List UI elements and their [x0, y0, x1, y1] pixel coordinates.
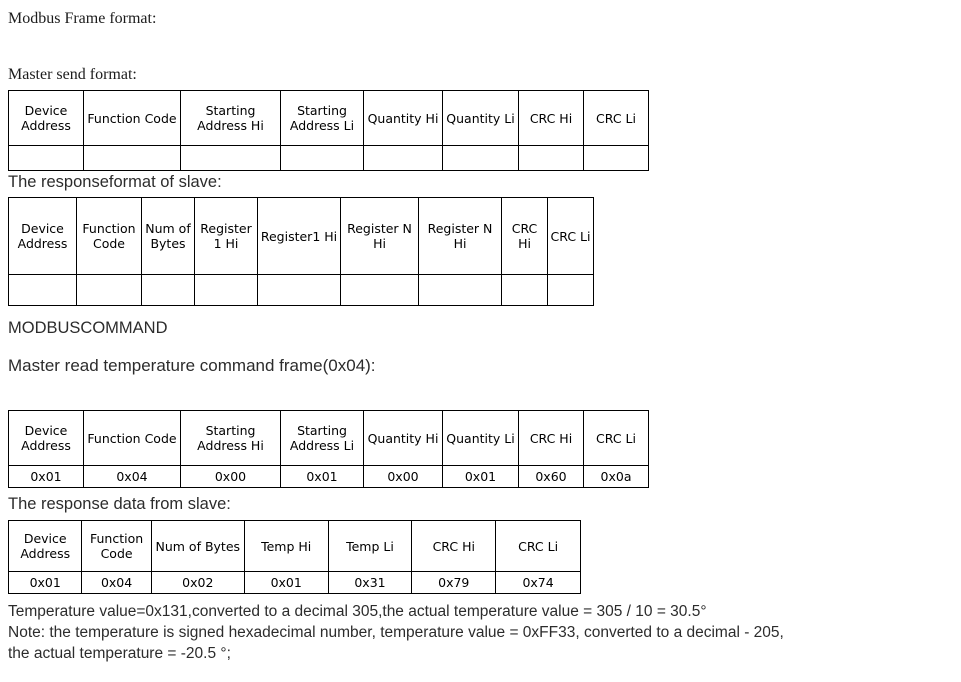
table-cell [518, 145, 584, 171]
table-cell [280, 145, 364, 171]
column-header: CRC Hi [501, 197, 548, 275]
column-header: Temp Li [327, 520, 413, 572]
table-cell [257, 274, 341, 306]
table-cell [583, 145, 649, 171]
table-cell: 0x01 [442, 465, 519, 488]
column-header: Starting Address Li [280, 410, 364, 466]
heading-slave-response-format: The responseformat of slave: [8, 173, 222, 191]
heading-slave-response-data: The response data from slave: [8, 495, 231, 513]
table-cell [8, 274, 77, 306]
column-header: Device Address [8, 410, 84, 466]
table-cell: 0x04 [81, 571, 152, 594]
column-header: Device Address [8, 197, 77, 275]
table-cell: 0x01 [7, 571, 83, 594]
column-header: Quantity Li [442, 90, 519, 146]
column-header: Temp Hi [243, 520, 329, 572]
column-header: CRC Hi [518, 90, 584, 146]
table-cell [442, 145, 519, 171]
heading-master-read-temperature: Master read temperature command frame(0x… [8, 356, 376, 375]
page-title: Modbus Frame format: [8, 10, 157, 27]
table-cell: 0x79 [411, 571, 497, 594]
column-header: Quantity Li [442, 410, 519, 466]
column-header: Num of Bytes [150, 520, 245, 572]
table-row [8, 145, 649, 171]
table-cell [501, 274, 548, 306]
column-header: Quantity Hi [363, 90, 443, 146]
table-cell: 0x31 [327, 571, 413, 594]
column-header: Register1 Hi [257, 197, 341, 275]
table-master-read-temperature: Device Address Function Code Starting Ad… [8, 410, 649, 488]
table-header-row: Device Address Function Code Num of Byte… [8, 197, 594, 275]
table-cell [418, 274, 502, 306]
table-cell [141, 274, 195, 306]
table-header-row: Device Address Function Code Starting Ad… [8, 410, 649, 466]
column-header: Starting Address Li [280, 90, 364, 146]
heading-master-send-format: Master send format: [8, 66, 137, 83]
column-header: Register N Hi [340, 197, 419, 275]
column-header: Quantity Hi [363, 410, 443, 466]
table-cell [363, 145, 443, 171]
column-header: Starting Address Hi [180, 410, 281, 466]
table-header-row: Device Address Function Code Num of Byte… [7, 520, 581, 572]
table-cell: 0x04 [83, 465, 181, 488]
table-row [8, 274, 594, 306]
table-slave-response-data: Device Address Function Code Num of Byte… [7, 520, 581, 594]
table-slave-response-format: Device Address Function Code Num of Byte… [8, 197, 594, 306]
notes-block: Temperature value=0x131,converted to a d… [8, 601, 958, 664]
table-cell [83, 145, 181, 171]
table-cell: 0x02 [150, 571, 245, 594]
table-cell: 0x00 [180, 465, 281, 488]
table-cell: 0x01 [280, 465, 364, 488]
table-cell: 0x00 [363, 465, 443, 488]
table-cell [194, 274, 258, 306]
column-header: Num of Bytes [141, 197, 195, 275]
column-header: CRC Hi [518, 410, 584, 466]
column-header: Register 1 Hi [194, 197, 258, 275]
table-cell: 0x74 [495, 571, 581, 594]
table-row: 0x01 0x04 0x00 0x01 0x00 0x01 0x60 0x0a [8, 465, 649, 488]
heading-modbus-command: MODBUSCOMMAND [8, 319, 168, 337]
column-header: Function Code [81, 520, 152, 572]
table-cell [8, 145, 84, 171]
column-header: CRC Hi [411, 520, 497, 572]
table-cell [180, 145, 281, 171]
table-header-row: Device Address Function Code Starting Ad… [8, 90, 649, 146]
column-header: Function Code [83, 90, 181, 146]
column-header: Device Address [7, 520, 83, 572]
table-cell: 0x60 [518, 465, 584, 488]
column-header: Starting Address Hi [180, 90, 281, 146]
column-header: CRC Li [547, 197, 594, 275]
table-cell [340, 274, 419, 306]
note-actual-temperature: the actual temperature = -20.5 °; [8, 645, 231, 662]
table-cell [76, 274, 142, 306]
column-header: Register N Hi [418, 197, 502, 275]
table-cell: 0x01 [8, 465, 84, 488]
note-temperature-value: Temperature value=0x131,converted to a d… [8, 603, 707, 620]
table-cell: 0x0a [583, 465, 649, 488]
column-header: CRC Li [583, 90, 649, 146]
table-cell: 0x01 [243, 571, 329, 594]
table-row: 0x01 0x04 0x02 0x01 0x31 0x79 0x74 [7, 571, 581, 594]
column-header: Function Code [76, 197, 142, 275]
note-signed-hex: Note: the temperature is signed hexadeci… [8, 624, 784, 641]
column-header: CRC Li [495, 520, 581, 572]
column-header: CRC Li [583, 410, 649, 466]
table-cell [547, 274, 594, 306]
column-header: Function Code [83, 410, 181, 466]
table-master-send-format: Device Address Function Code Starting Ad… [8, 90, 649, 171]
column-header: Device Address [8, 90, 84, 146]
